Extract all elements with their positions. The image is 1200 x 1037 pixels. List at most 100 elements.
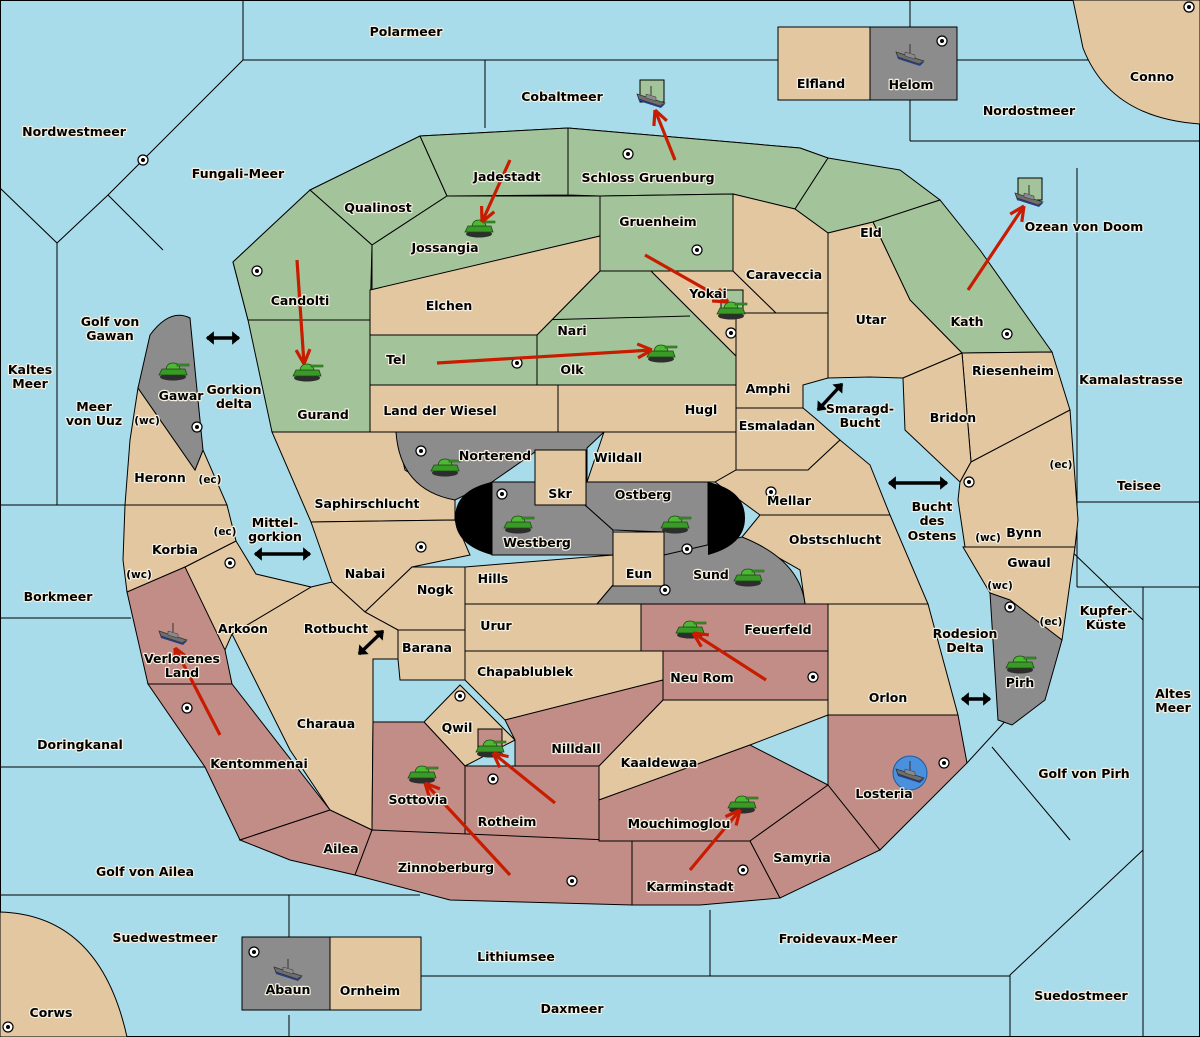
- move-order-arrow: [436, 342, 653, 365]
- supply-center-icon: [691, 244, 703, 256]
- territory-karminstadt[interactable]: [631, 840, 781, 906]
- label-hills: Hills: [478, 571, 509, 586]
- label-daxmeer: Daxmeer: [540, 1001, 604, 1016]
- territory-verlorenes-land[interactable]: [126, 566, 233, 685]
- label-corws: Corws: [30, 1005, 73, 1020]
- label-gruenheim: Gruenheim: [619, 214, 696, 229]
- army-unit-icon[interactable]: [503, 515, 535, 534]
- move-order-arrow: [652, 108, 677, 161]
- supply-center-icon: [191, 421, 203, 433]
- label-yokai: Yokai: [688, 286, 727, 301]
- label-nordostmeer: Nordostmeer: [983, 103, 1076, 118]
- army-unit-icon[interactable]: [407, 765, 439, 784]
- label-elfland: Elfland: [797, 76, 845, 91]
- territory-bynn-region[interactable]: [957, 409, 1079, 548]
- coast-label: (ec): [1050, 459, 1073, 471]
- army-unit-icon[interactable]: [1005, 655, 1037, 674]
- label-gorkion: gorkion: [248, 529, 302, 544]
- label-pirh: Pirh: [1006, 675, 1035, 690]
- label-bridon: Bridon: [930, 410, 976, 425]
- label-rodesion: Rodesion: [933, 626, 998, 641]
- army-unit-icon[interactable]: [292, 363, 324, 382]
- label-des: des: [920, 513, 945, 528]
- territory-jadestadt[interactable]: [419, 127, 569, 197]
- supply-center-icon: [566, 875, 578, 887]
- move-order-arrow: [644, 253, 730, 304]
- territory-gawar[interactable]: [137, 314, 204, 472]
- move-order-arrow: [966, 204, 1026, 291]
- label-westberg: Westberg: [503, 535, 571, 550]
- territory-barana[interactable]: [397, 629, 466, 681]
- label-froidevaux-meer: Froidevaux-Meer: [779, 931, 898, 946]
- coast-label: (wc): [975, 532, 1001, 544]
- territory-candolti[interactable]: [232, 189, 373, 321]
- fleet-unit-icon[interactable]: [636, 86, 666, 108]
- fleet-unit-icon[interactable]: [1014, 185, 1044, 207]
- territory-labels: PolarmeerCobaltmeerNordwestmeerFungali-M…: [7, 23, 1193, 1021]
- label-ostberg: Ostberg: [615, 487, 672, 502]
- label-doringkanal: Doringkanal: [37, 737, 123, 752]
- territory-elchen[interactable]: [369, 235, 601, 336]
- territory-charaua[interactable]: [231, 581, 399, 831]
- label-zinnoberburg: Zinnoberburg: [398, 860, 494, 875]
- label-utar: Utar: [856, 312, 888, 327]
- label-kentommenai: Kentommenai: [210, 756, 308, 771]
- label-samyria: Samyria: [773, 850, 831, 865]
- army-unit-icon[interactable]: [660, 515, 692, 534]
- territory-ornheim[interactable]: [329, 936, 422, 1011]
- fleet-unit-icon[interactable]: [158, 623, 188, 645]
- territory-skr[interactable]: [534, 449, 587, 506]
- supply-center-icon: [765, 486, 777, 498]
- army-unit-icon[interactable]: [475, 739, 507, 758]
- move-order-arrow: [423, 781, 512, 877]
- label-nordwestmeer: Nordwestmeer: [22, 124, 127, 139]
- supply-center-icon: [1004, 601, 1016, 613]
- label-kupfer: Kupfer-: [1080, 603, 1133, 618]
- label-eld: Eld: [860, 225, 882, 240]
- label-schloss-gruenburg: Schloss Gruenburg: [581, 170, 714, 185]
- label-suedostmeer: Suedostmeer: [1034, 988, 1128, 1003]
- territory-gruenheim[interactable]: [599, 193, 734, 272]
- army-unit-icon[interactable]: [733, 568, 765, 587]
- coast-label: (ec): [1040, 616, 1063, 628]
- label-losteria: Losteria: [855, 786, 912, 801]
- army-unit-icon[interactable]: [727, 795, 759, 814]
- label-tel: Tel: [386, 352, 406, 367]
- label-ornheim: Ornheim: [340, 983, 400, 998]
- label-urur: Urur: [480, 618, 512, 633]
- label-olk: Olk: [560, 362, 584, 377]
- label-abaun: Abaun: [266, 982, 311, 997]
- label-gorkion: Gorkion: [206, 382, 261, 397]
- border-nordwest: [0, 59, 244, 505]
- label-delta: delta: [216, 396, 252, 411]
- fleet-unit-icon[interactable]: [895, 44, 925, 66]
- label-gawar: Gawar: [159, 388, 205, 403]
- territory-elfland[interactable]: [777, 26, 871, 101]
- army-unit-icon[interactable]: [646, 344, 678, 363]
- territory-rotheim[interactable]: [464, 765, 600, 842]
- label-von-uuz: von Uuz: [66, 413, 122, 428]
- label-riesenheim: Riesenheim: [972, 363, 1054, 378]
- territory-corws[interactable]: [0, 911, 128, 1037]
- army-unit-icon[interactable]: [158, 362, 190, 381]
- border-borkmeer-top: [0, 0, 125, 565]
- fleet-unit-icon[interactable]: [273, 959, 303, 981]
- supply-center-icon: [1183, 1, 1195, 13]
- territory-neu-rom[interactable]: [662, 650, 829, 701]
- fleet-unit-icon[interactable]: [892, 755, 928, 791]
- territory-sund[interactable]: [595, 536, 806, 605]
- territory-eun[interactable]: [612, 531, 665, 587]
- label-gwaul: Gwaul: [1007, 555, 1050, 570]
- army-unit-icon[interactable]: [716, 301, 748, 320]
- supply-center-icon: [251, 265, 263, 277]
- label-land-der-wiesel: Land der Wiesel: [383, 403, 496, 418]
- supply-center-icon: [807, 671, 819, 683]
- label-teisee: Teisee: [1117, 478, 1161, 493]
- border-doring: [0, 617, 205, 768]
- army-unit-icon[interactable]: [430, 458, 462, 477]
- supply-center-icon: [415, 541, 427, 553]
- label-neu-rom: Neu Rom: [670, 670, 733, 685]
- impassable-west: [455, 482, 492, 555]
- label-lithiumsee: Lithiumsee: [477, 949, 555, 964]
